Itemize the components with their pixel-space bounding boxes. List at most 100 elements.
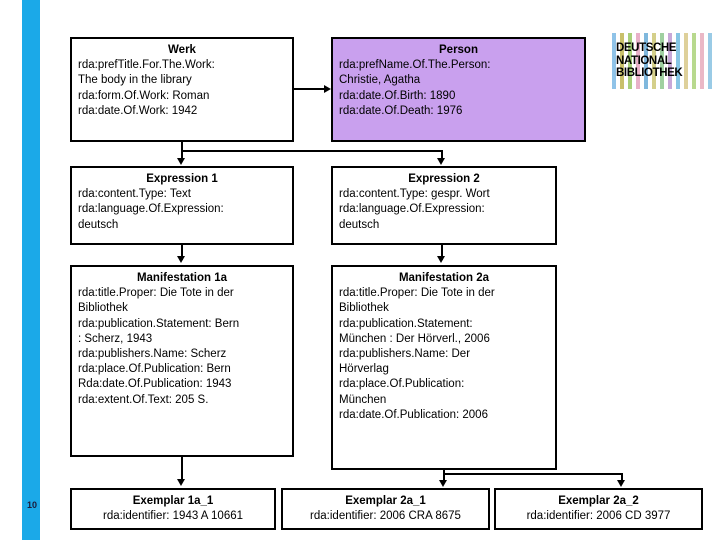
logo-bar: [632, 33, 636, 89]
logo-line-1: DEUTSCHE: [616, 42, 677, 54]
entity-line: rda:place.Of.Publication:: [339, 378, 465, 391]
logo-bar: [688, 33, 692, 89]
entity-line: rda:language.Of.Expression:: [78, 203, 224, 216]
entity-line: Christie, Agatha: [339, 74, 421, 87]
logo-bar: [644, 33, 648, 89]
logo-bar: [672, 33, 676, 89]
logo-bar: [616, 33, 620, 89]
arrowhead-to-expression2: [437, 158, 445, 165]
entity-line: Hörverlag: [339, 363, 389, 376]
arrowhead-to-expression1: [177, 158, 185, 165]
logo-bar: [664, 33, 668, 89]
entity-box-manifestation2a[interactable]: Manifestation 2a rda:title.Proper: Die T…: [331, 265, 557, 470]
connector-manifestation1a-to-exemplar1a1: [181, 456, 183, 482]
entity-title: Exemplar 1a_1: [132, 495, 214, 507]
logo-bar: [652, 33, 656, 89]
arrowhead-to-exemplar2a1: [439, 480, 447, 487]
arrowhead-to-manifestation2a: [437, 256, 445, 263]
logo-bar: [612, 33, 616, 89]
logo-bar: [692, 33, 696, 89]
logo-bar: [668, 33, 672, 89]
entity-line: rda:date.Of.Publication: 2006: [339, 408, 488, 421]
entity-line: Bibliothek: [339, 302, 389, 315]
entity-line: rda:identifier: 2006 CD 3977: [526, 510, 671, 523]
logo-wordmark: DEUTSCHE NATIONAL BIBLIOTHEK: [616, 42, 683, 80]
page-number: 10: [26, 500, 37, 510]
connector-werk-to-expression2: [441, 150, 443, 159]
entity-box-exemplar2a1[interactable]: Exemplar 2a_1 rda:identifier: 2006 CRA 8…: [281, 488, 490, 530]
logo-color-bars: [612, 33, 712, 89]
logo-bar: [700, 33, 704, 89]
entity-box-expression1[interactable]: Expression 1 rda:content.Type: Text rda:…: [70, 166, 294, 245]
entity-line: deutsch: [339, 218, 380, 231]
logo-bar: [628, 33, 632, 89]
deutsche-nationalbibliothek-logo: DEUTSCHE NATIONAL BIBLIOTHEK: [612, 33, 712, 89]
connector-expression1-to-manifestation1a: [181, 244, 183, 260]
entity-line: Rda:date.Of.Publication: 1943: [78, 378, 232, 391]
entity-line: München : Der Hörverl., 2006: [339, 332, 490, 345]
entity-line: rda:content.Type: Text: [78, 188, 191, 201]
arrowhead-to-exemplar2a2: [617, 480, 625, 487]
entity-line: rda:publishers.Name: Der: [339, 348, 471, 361]
left-accent-bar: [22, 0, 40, 540]
entity-line: München: [339, 393, 387, 406]
entity-title: Manifestation 2a: [398, 272, 490, 284]
logo-line-2: NATIONAL: [616, 54, 672, 67]
connector-expression2-to-manifestation2a: [441, 244, 443, 260]
logo-bar: [648, 33, 652, 89]
entity-line: rda:form.Of.Work: Roman: [78, 89, 210, 102]
entity-line: rda:publication.Statement: Bern: [78, 317, 240, 330]
entity-line: rda:prefTitle.For.The.Work:: [78, 59, 215, 72]
logo-bar: [704, 33, 708, 89]
logo-bar: [620, 33, 624, 89]
logo-bar: [696, 33, 700, 89]
entity-box-person[interactable]: Person rda:prefName.Of.The.Person: Chris…: [331, 37, 586, 142]
logo-bar: [624, 33, 628, 89]
entity-line: rda:content.Type: gespr. Wort: [339, 188, 490, 201]
entity-box-expression2[interactable]: Expression 2 rda:content.Type: gespr. Wo…: [331, 166, 557, 245]
entity-title: Manifestation 1a: [136, 272, 228, 284]
logo-bar: [660, 33, 664, 89]
entity-title: Exemplar 2a_2: [558, 495, 639, 507]
entity-box-exemplar1a1[interactable]: Exemplar 1a_1 rda:identifier: 1943 A 106…: [70, 488, 276, 530]
entity-line: rda:extent.Of.Text: 205 S.: [78, 393, 209, 406]
entity-line: Bibliothek: [78, 302, 128, 315]
entity-line: rda:language.Of.Expression:: [339, 203, 485, 216]
connector-werk-bus: [181, 150, 443, 152]
entity-line: rda:prefName.Of.The.Person:: [339, 59, 491, 72]
entity-title: Werk: [168, 44, 196, 56]
logo-line-3: BIBLIOTHEK: [616, 67, 683, 79]
entity-line: rda:publishers.Name: Scherz: [78, 348, 227, 361]
entity-line: The body in the library: [78, 74, 192, 87]
logo-bar: [708, 33, 712, 89]
arrowhead-to-exemplar1a1: [177, 479, 185, 486]
entity-line: rda:date.Of.Birth: 1890: [339, 89, 456, 102]
logo-bar: [680, 33, 684, 89]
entity-box-manifestation1a[interactable]: Manifestation 1a rda:title.Proper: Die T…: [70, 265, 294, 457]
logo-bar: [656, 33, 660, 89]
entity-line: rda:identifier: 2006 CRA 8675: [310, 510, 461, 523]
entity-line: rda:identifier: 1943 A 10661: [102, 510, 244, 523]
entity-line: rda:title.Proper: Die Tote in der: [339, 287, 495, 300]
entity-line: rda:title.Proper: Die Tote in der: [78, 287, 234, 300]
arrowhead-werk-to-person: [324, 85, 331, 93]
entity-box-werk[interactable]: Werk rda:prefTitle.For.The.Work: The bod…: [70, 37, 294, 142]
connector-to-exemplar2a2: [621, 473, 623, 482]
entity-title: Person: [439, 44, 478, 56]
entity-line: deutsch: [78, 218, 119, 231]
entity-title: Expression 2: [408, 173, 480, 185]
connector-manifestation2a-stem: [443, 469, 445, 481]
logo-bar: [684, 33, 688, 89]
connector-werk-to-person: [293, 88, 324, 90]
entity-line: rda:publication.Statement:: [339, 317, 473, 330]
entity-title: Exemplar 2a_1: [345, 495, 426, 507]
entity-box-exemplar2a2[interactable]: Exemplar 2a_2 rda:identifier: 2006 CD 39…: [494, 488, 703, 530]
arrowhead-to-manifestation1a: [177, 256, 185, 263]
entity-line: rda:place.Of.Publication: Bern: [78, 363, 231, 376]
entity-line: rda:date.Of.Death: 1976: [339, 104, 463, 117]
logo-bar: [676, 33, 680, 89]
entity-line: rda:date.Of.Work: 1942: [78, 104, 198, 117]
entity-title: Expression 1: [146, 173, 218, 185]
connector-exemplar2-bus: [443, 473, 623, 475]
